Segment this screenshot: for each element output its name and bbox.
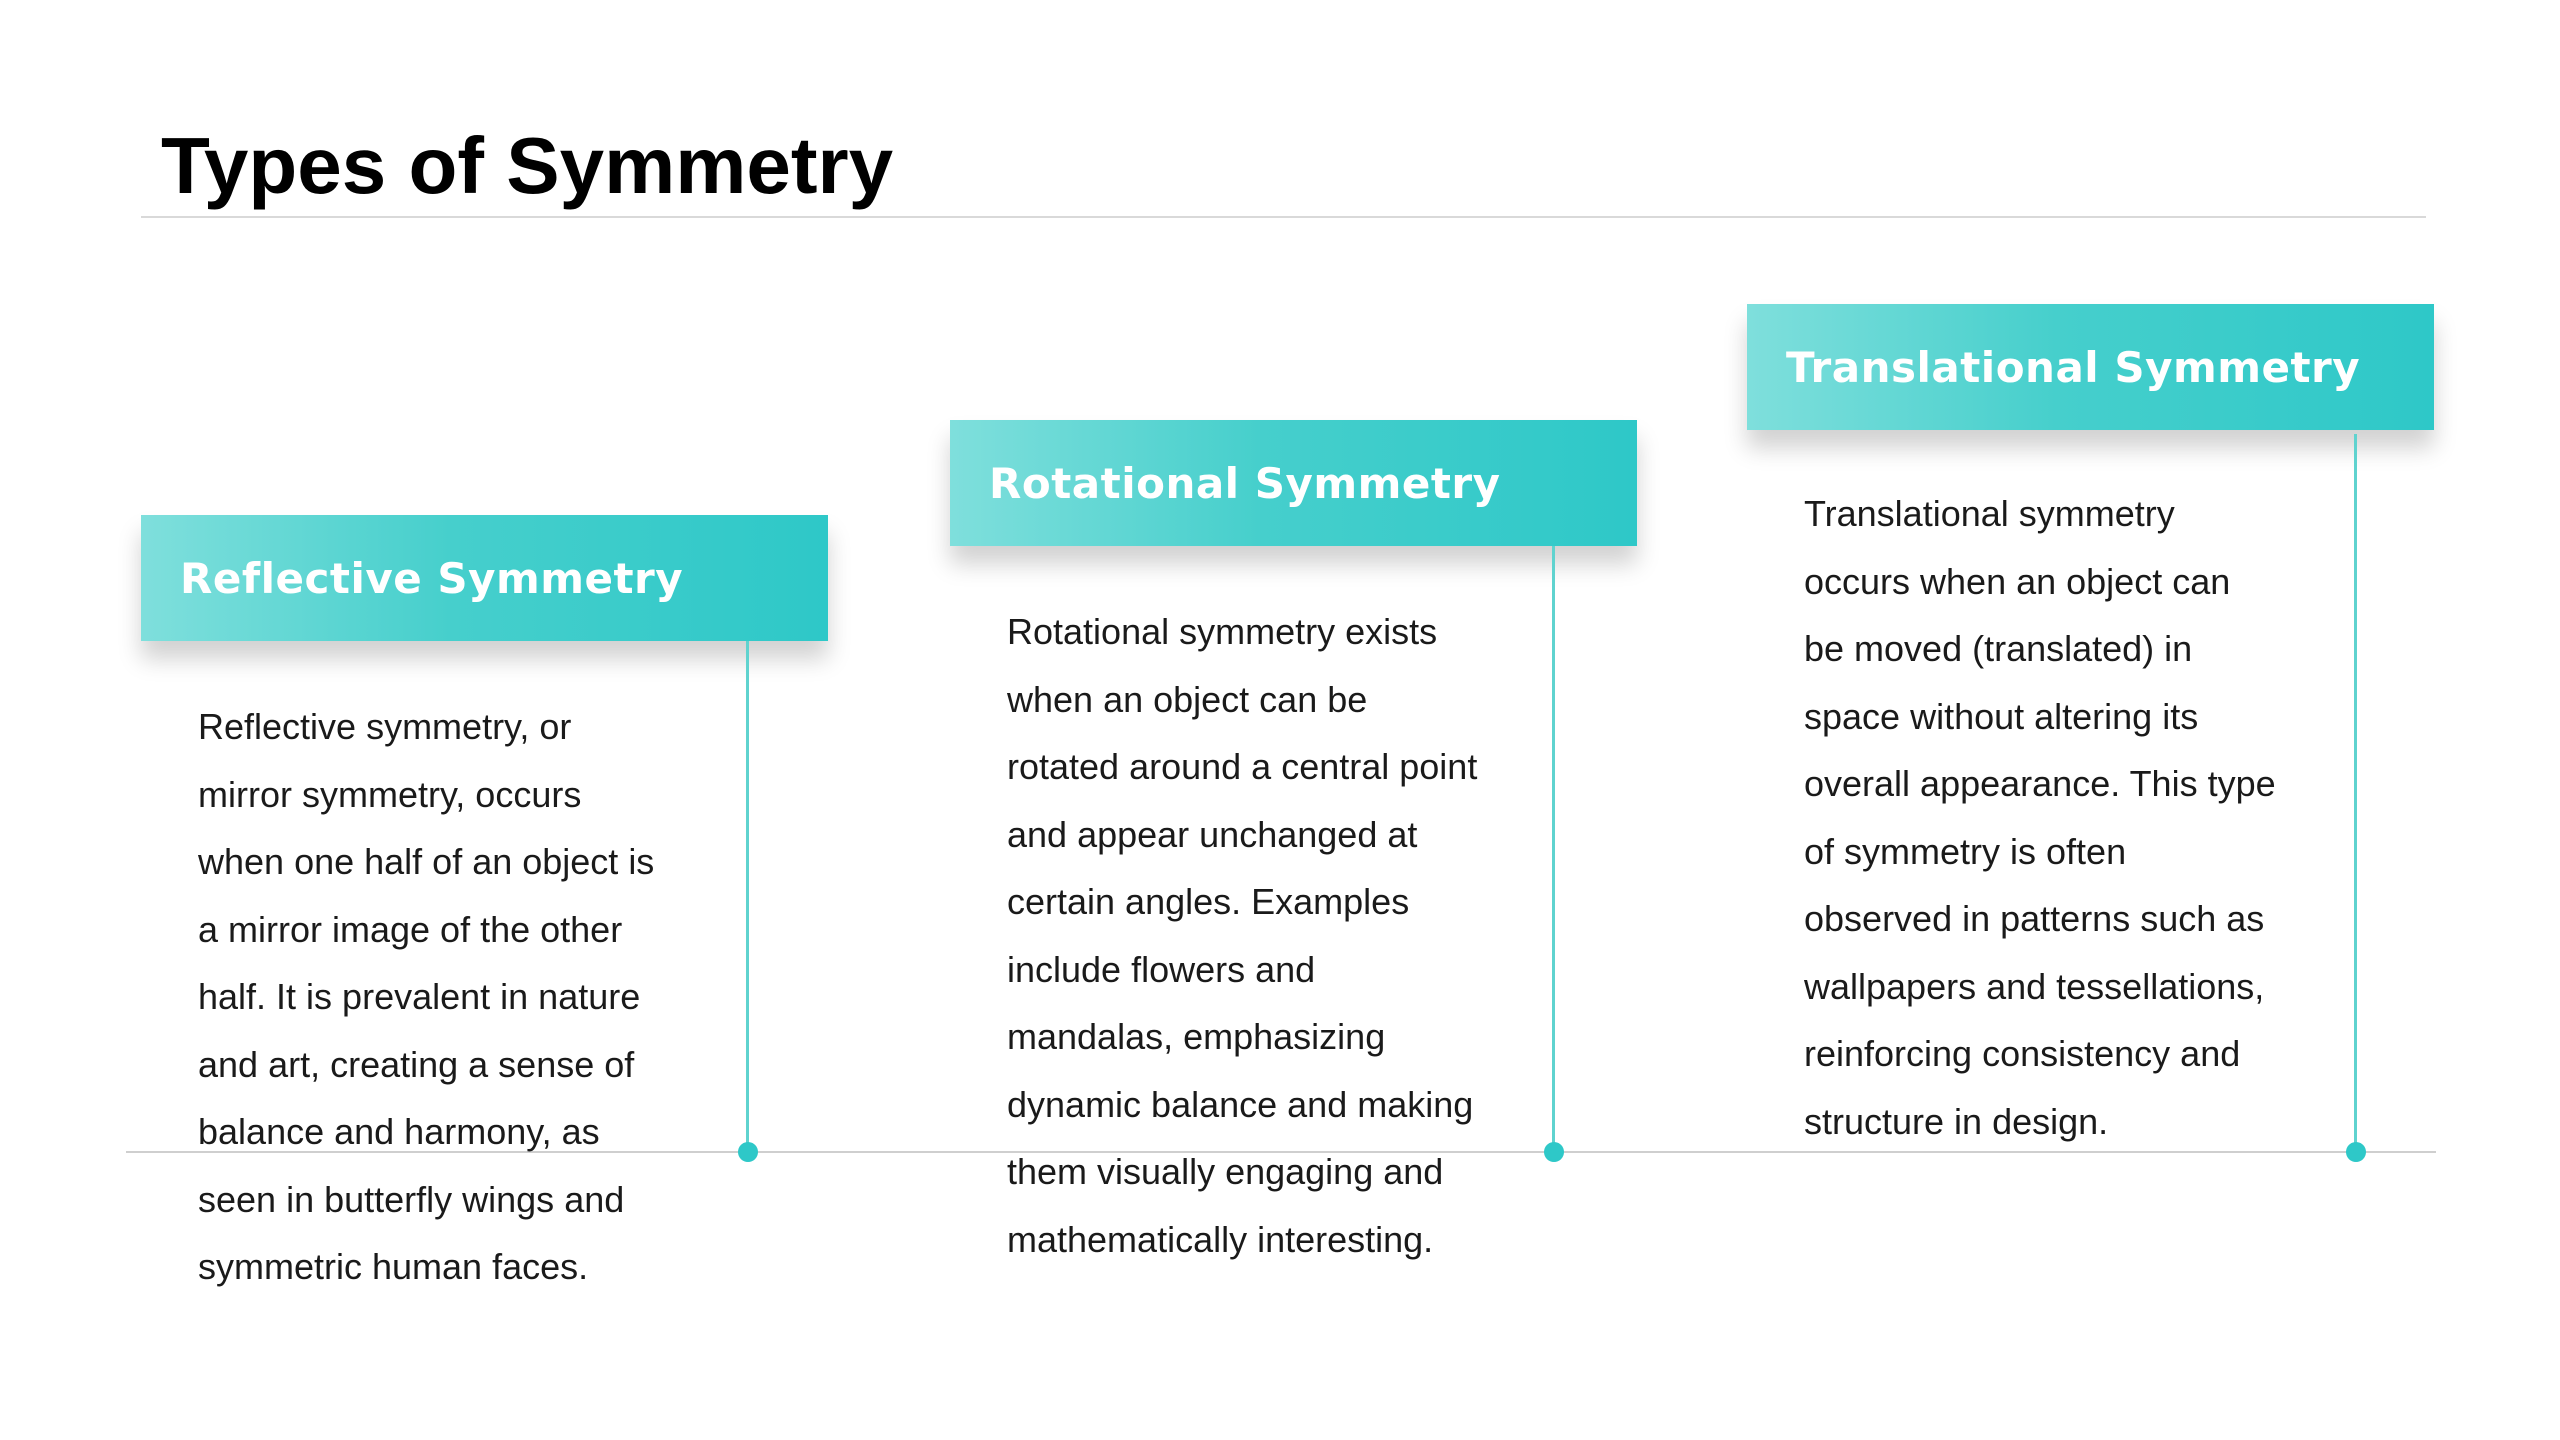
card-text-line: Reflective symmetry, or <box>198 706 572 747</box>
timeline-line <box>126 1151 2436 1153</box>
card-text-line: Translational symmetry <box>1804 493 2175 534</box>
card-text-line: rotated around a central point <box>1007 746 1478 787</box>
timeline-dot-translational <box>2346 1142 2366 1162</box>
card-text-line: overall appearance. This type <box>1804 763 2276 804</box>
card-text-line: half. It is prevalent in nature <box>198 976 641 1017</box>
card-body-translational: Translational symmetry occurs when an ob… <box>1804 480 2276 1155</box>
card-text-line: Rotational symmetry exists <box>1007 611 1438 652</box>
card-title-rotational: Rotational Symmetry <box>989 458 1501 508</box>
page-title: Types of Symmetry <box>161 121 894 210</box>
card-text-line: be moved (translated) in <box>1804 628 2193 669</box>
card-text-line: of symmetry is often <box>1804 830 2127 872</box>
title-divider <box>141 216 2426 218</box>
card-text-line: seen in butterfly wings and <box>198 1178 625 1220</box>
card-text-line: dynamic balance and making <box>1007 1083 1474 1125</box>
card-title-translational: Translational Symmetry <box>1786 342 2361 392</box>
card-text-line: wallpapers and tessellations, <box>1804 965 2265 1007</box>
card-text-line: reinforcing consistency and <box>1804 1033 2241 1074</box>
card-text-line: structure in design. <box>1804 1100 2109 1142</box>
card-text-line: and appear unchanged at <box>1007 813 1418 855</box>
card-header-translational: Translational Symmetry <box>1747 304 2434 430</box>
card-text-line: symmetric human faces. <box>198 1246 589 1287</box>
timeline-dot-reflective <box>738 1142 758 1162</box>
card-text-line: when an object can be <box>1007 678 1368 720</box>
card-stem-translational <box>2354 434 2357 1151</box>
card-text-line: mirror symmetry, occurs <box>198 773 582 815</box>
card-text-line: mandalas, emphasizing <box>1007 1016 1386 1057</box>
card-text-line: a mirror image of the other <box>198 908 623 950</box>
card-header-rotational: Rotational Symmetry <box>950 420 1637 546</box>
card-body-rotational: Rotational symmetry exists when an objec… <box>1007 598 1477 1273</box>
timeline-dot-rotational <box>1544 1142 1564 1162</box>
card-text-line: them visually engaging and <box>1007 1151 1444 1192</box>
card-text-line: occurs when an object can <box>1804 560 2231 602</box>
card-text-line: include flowers and <box>1007 948 1316 990</box>
card-stem-rotational <box>1552 546 1555 1151</box>
card-text-line: certain angles. Examples <box>1007 881 1410 922</box>
card-header-reflective: Reflective Symmetry <box>141 515 828 641</box>
card-title-reflective: Reflective Symmetry <box>180 553 684 603</box>
card-text-line: and art, creating a sense of <box>198 1043 635 1085</box>
card-text-line: balance and harmony, as <box>198 1111 600 1152</box>
card-text-line: space without altering its <box>1804 695 2199 737</box>
card-body-reflective: Reflective symmetry, or mirror symmetry,… <box>198 693 654 1301</box>
card-text-line: mathematically interesting. <box>1007 1218 1434 1260</box>
card-text-line: observed in patterns such as <box>1804 898 2265 939</box>
card-stem-reflective <box>746 641 749 1151</box>
card-text-line: when one half of an object is <box>198 841 655 882</box>
